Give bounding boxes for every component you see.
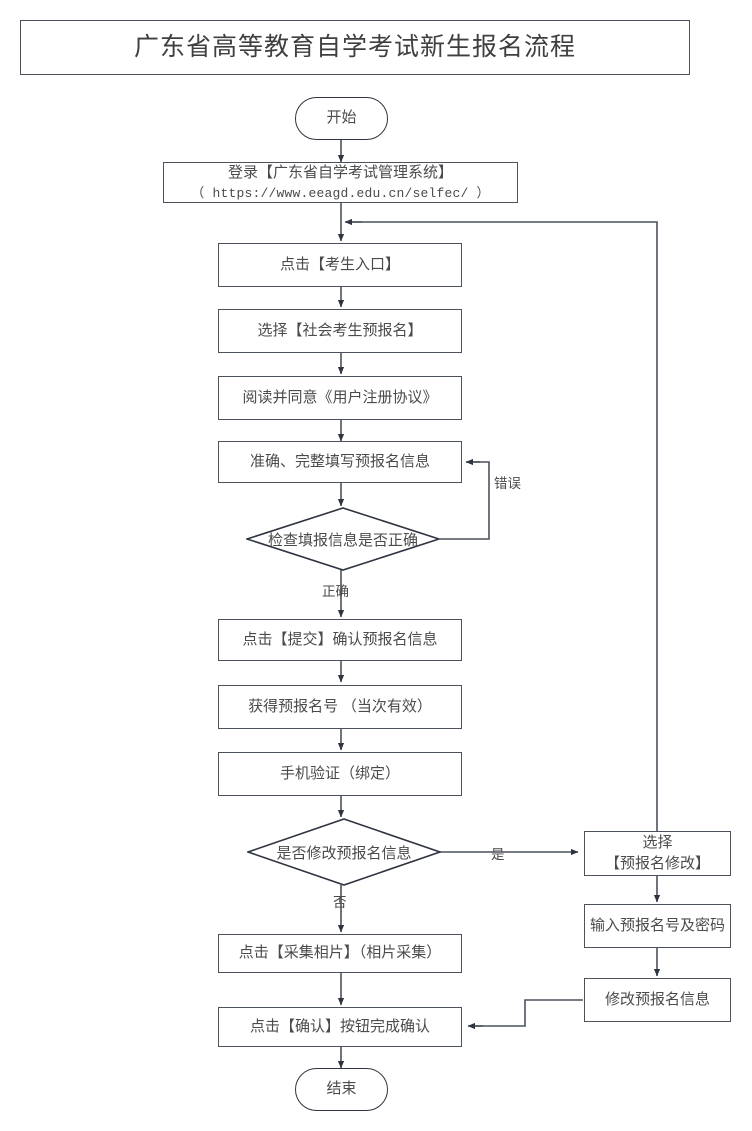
edge-label-error: 错误 <box>494 476 521 491</box>
edge-label-correct: 正确 <box>322 584 349 599</box>
node-check-info-shape <box>246 507 440 571</box>
page-title: 广东省高等教育自学考试新生报名流程 <box>20 20 690 75</box>
node-modify-decision-shape <box>247 818 441 886</box>
edge-label-no: 否 <box>333 895 347 910</box>
node-end[interactable]: 结束 <box>295 1068 388 1111</box>
edge-domodify-to-confirm <box>475 999 583 1027</box>
node-confirm[interactable]: 点击【确认】按钮完成确认 <box>218 1007 462 1047</box>
edge-modify-return-top <box>352 221 658 831</box>
node-select-modify-line2: 【预报名修改】 <box>604 855 710 872</box>
node-read-agreement[interactable]: 阅读并同意《用户注册协议》 <box>218 376 462 420</box>
node-select-preregistration[interactable]: 选择【社会考生预报名】 <box>218 309 462 353</box>
node-login-url: （ https://www.eeagd.edu.cn/selfec/ ） <box>191 185 490 201</box>
node-login-line1: 登录【广东省自学考试管理系统】 <box>227 164 453 181</box>
node-select-modify-line1: 选择 <box>642 835 673 852</box>
node-input-credentials[interactable]: 输入预报名号及密码 <box>584 904 731 948</box>
node-do-modify[interactable]: 修改预报名信息 <box>584 978 731 1022</box>
node-candidate-entry[interactable]: 点击【考生入口】 <box>218 243 462 287</box>
node-phone-verify[interactable]: 手机验证（绑定） <box>218 752 462 796</box>
node-login[interactable]: 登录【广东省自学考试管理系统】 （ https://www.eeagd.edu.… <box>163 162 518 203</box>
node-photo-collect[interactable]: 点击【采集相片】（相片采集） <box>218 934 462 973</box>
node-get-number[interactable]: 获得预报名号 （当次有效） <box>218 685 462 729</box>
node-submit[interactable]: 点击【提交】确认预报名信息 <box>218 619 462 661</box>
node-start[interactable]: 开始 <box>295 97 388 140</box>
node-select-modify[interactable]: 选择 【预报名修改】 <box>584 831 731 876</box>
edge-label-yes: 是 <box>491 847 505 862</box>
edge-check-error-loop <box>440 461 490 540</box>
node-fill-info[interactable]: 准确、完整填写预报名信息 <box>218 441 462 483</box>
